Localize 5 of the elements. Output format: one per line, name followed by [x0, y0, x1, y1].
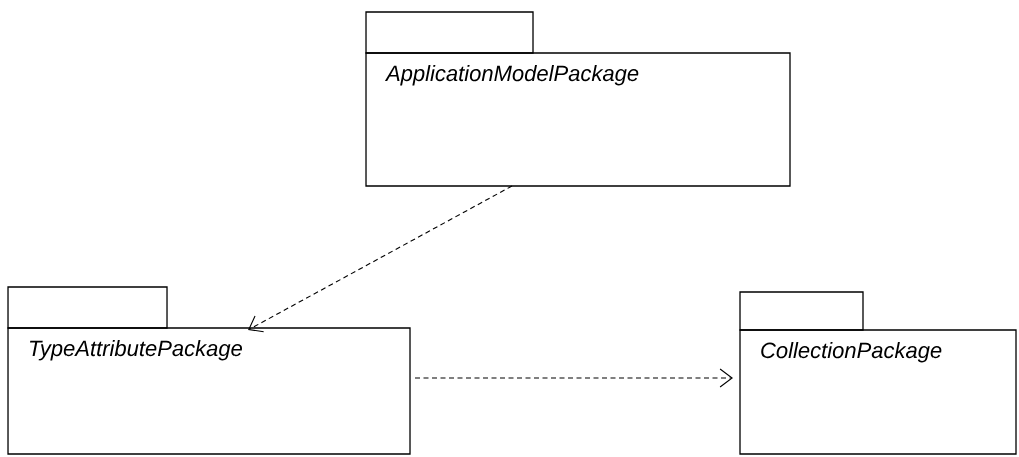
package-box: CollectionPackage [739, 291, 1017, 455]
package-box: TypeAttributePackage [7, 286, 411, 455]
dependency-arrow [248, 185, 513, 333]
package-box: ApplicationModelPackage [365, 11, 791, 187]
dependency-arrow [414, 368, 733, 388]
